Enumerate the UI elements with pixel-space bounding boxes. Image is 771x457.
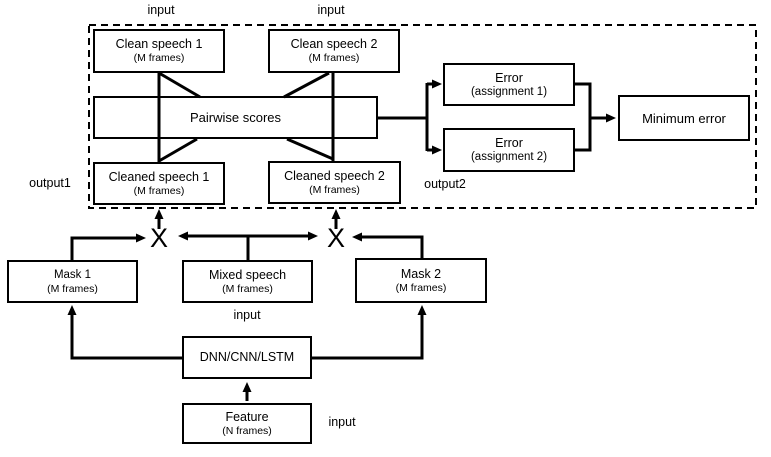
arrow-network-to-mask1 — [67, 305, 182, 360]
label-input-clean2: input — [317, 3, 345, 17]
line-pairwise-to-cleaned1-diagonal — [158, 137, 198, 163]
box-mask-1-subtitle: (M frames) — [47, 282, 98, 295]
box-error-assignment-1: Error (assignment 1) — [443, 63, 575, 106]
box-mixed-speech-title: Mixed speech — [208, 267, 287, 282]
box-clean-speech-2-subtitle: (M frames) — [308, 52, 360, 64]
box-mask-2-subtitle: (M frames) — [395, 281, 447, 294]
box-error-assignment-2-subtitle: (assignment 2) — [470, 151, 548, 163]
arrow-network-to-mask2 — [312, 305, 427, 360]
box-clean-speech-1-title: Clean speech 1 — [115, 37, 203, 51]
line-clean1-to-pairwise-diagonal — [158, 71, 201, 99]
box-feature-subtitle: (N frames) — [222, 424, 272, 437]
multiply-icon-right: X — [326, 223, 345, 253]
box-error-assignment-1-title: Error — [495, 70, 523, 85]
box-mixed-speech: Mixed speech (M frames) — [182, 260, 313, 303]
box-cleaned-speech-2: Cleaned speech 2 (M frames) — [268, 161, 401, 204]
box-mask-1: Mask 1 (M frames) — [7, 260, 138, 303]
box-error-assignment-2: Error (assignment 2) — [443, 128, 575, 172]
box-clean-speech-2: Clean speech 2 (M frames) — [268, 29, 400, 73]
multiply-icon-left: X — [149, 223, 168, 253]
arrow-mask2-to-x2 — [352, 232, 424, 258]
box-mask-1-title: Mask 1 — [53, 268, 92, 281]
box-mask-2-title: Mask 2 — [400, 266, 442, 281]
box-minimum-error: Minimum error — [618, 95, 750, 141]
box-cleaned-speech-2-title: Cleaned speech 2 — [284, 168, 385, 183]
box-mixed-speech-subtitle: (M frames) — [222, 282, 273, 295]
label-output1: output1 — [29, 176, 71, 190]
arrow-mask1-to-x1 — [70, 233, 146, 260]
box-cleaned-speech-1: Cleaned speech 1 (M frames) — [93, 162, 225, 205]
box-network-title: DNN/CNN/LSTM — [199, 350, 295, 364]
box-cleaned-speech-2-subtitle: (M frames) — [309, 183, 360, 196]
box-cleaned-speech-1-subtitle: (M frames) — [133, 184, 185, 197]
box-error-assignment-1-subtitle: (assignment 1) — [470, 85, 548, 98]
merge-errors-lines — [575, 82, 592, 152]
label-input-feature: input — [328, 415, 356, 429]
line-pairwise-to-cleaned2-diagonal — [286, 137, 334, 161]
box-pairwise-scores-title: Pairwise scores — [189, 110, 282, 125]
box-pairwise-scores: Pairwise scores — [93, 96, 378, 139]
line-clean2-to-pairwise-diagonal — [283, 71, 330, 99]
box-clean-speech-1: Clean speech 1 (M frames) — [93, 29, 225, 73]
label-output2: output2 — [424, 177, 466, 191]
box-cleaned-speech-1-title: Cleaned speech 1 — [108, 169, 210, 184]
label-input-clean1: input — [147, 3, 175, 17]
branch-pairwise-to-errors — [378, 83, 429, 151]
box-minimum-error-title: Minimum error — [642, 110, 726, 126]
box-mask-2: Mask 2 (M frames) — [355, 258, 487, 303]
box-feature-title: Feature — [225, 409, 269, 424]
box-network: DNN/CNN/LSTM — [182, 336, 312, 379]
label-input-mixed: input — [233, 308, 261, 322]
box-feature: Feature (N frames) — [182, 403, 312, 444]
box-clean-speech-2-title: Clean speech 2 — [290, 37, 378, 51]
box-error-assignment-2-title: Error — [495, 136, 523, 150]
box-clean-speech-1-subtitle: (M frames) — [133, 52, 185, 64]
